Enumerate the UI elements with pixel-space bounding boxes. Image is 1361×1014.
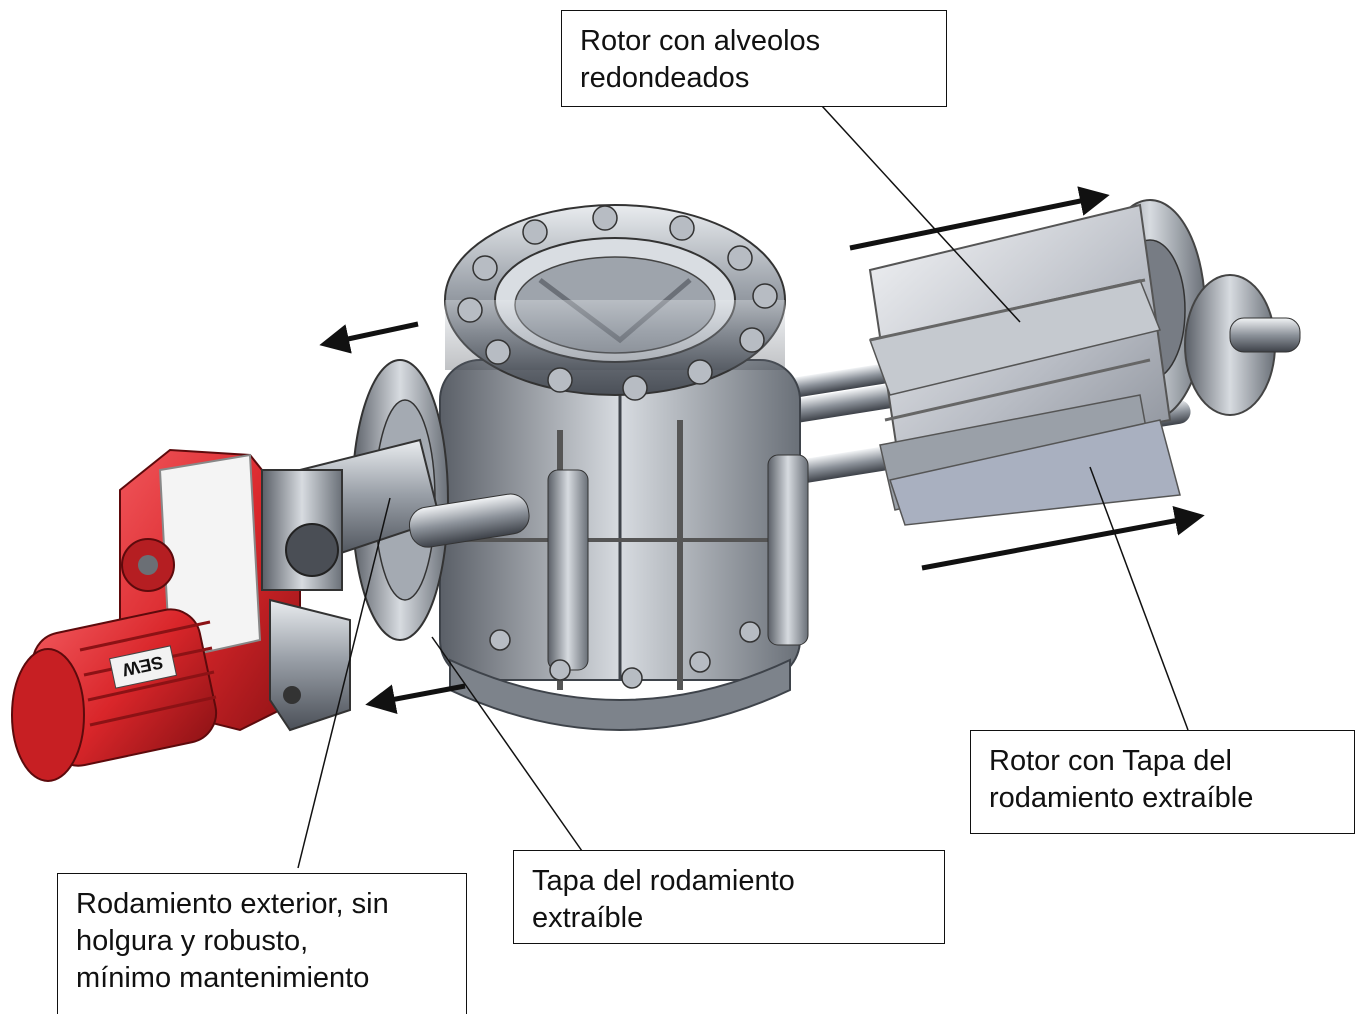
leader-outer-bearing (297, 497, 391, 869)
arrow-cover-out-top (319, 321, 419, 354)
callout-bearing-cover: Tapa del rodamiento extraíble (513, 850, 945, 944)
inlet-flange (444, 204, 786, 401)
valve-housing (439, 359, 809, 731)
leader-rotor-pockets (821, 105, 1021, 323)
arrow-rotor-out-bottom (921, 506, 1205, 571)
callout-rotor-cover-line1: Rotor con Tapa del (989, 745, 1232, 777)
callout-outer-bearing: Rodamiento exterior, sin holgura y robus… (57, 873, 467, 1014)
callout-rotor-cover-line2: rodamiento extraíble (989, 782, 1254, 814)
rotor (868, 199, 1301, 526)
callout-rotor-pockets: Rotor con alveolos redondeados (561, 10, 947, 107)
callout-bearing-cover-line1: Tapa del rodamiento (532, 865, 795, 897)
arrow-cover-out-bottom (365, 683, 466, 714)
electric-motor: SEW (11, 608, 218, 782)
callout-outer-bearing-line2: holgura y robusto, (76, 925, 309, 957)
leader-bearing-cover (431, 636, 583, 852)
callout-outer-bearing-line3: mínimo mantenimiento (76, 962, 370, 994)
leader-lines (297, 105, 1189, 869)
callout-rotor-cover: Rotor con Tapa del rodamiento extraíble (970, 730, 1355, 834)
direction-arrows (319, 186, 1205, 714)
callout-outer-bearing-line1: Rodamiento exterior, sin (76, 888, 389, 920)
leader-rotor-cover (1089, 466, 1189, 731)
outlet-flange-bolts (489, 621, 761, 689)
callout-rotor-pockets-line1: Rotor con alveolos (580, 25, 821, 57)
callout-rotor-pockets-line2: redondeados (580, 62, 750, 94)
arrow-rotor-out-top (849, 186, 1110, 251)
callout-bearing-cover-line2: extraíble (532, 902, 644, 934)
